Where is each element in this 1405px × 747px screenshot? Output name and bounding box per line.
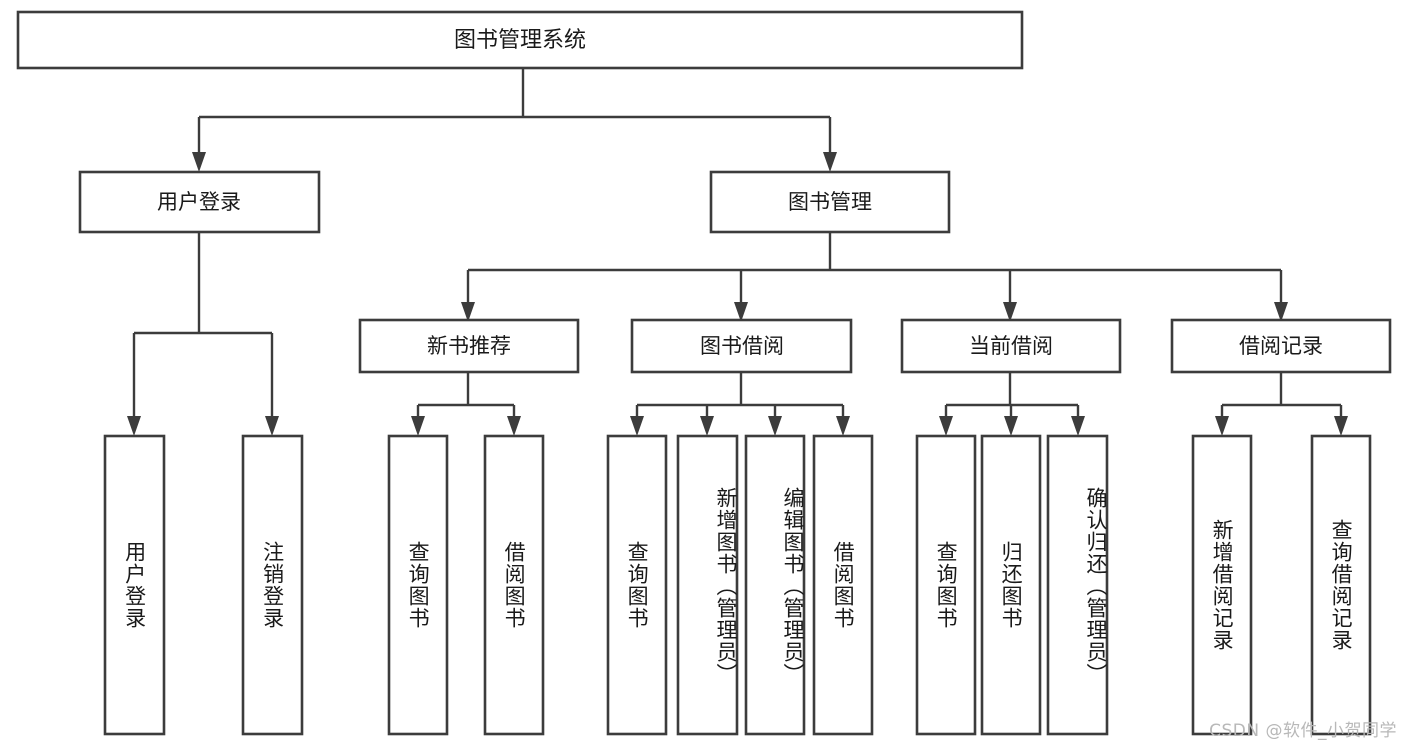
node-book-borrow[interactable]: 图书借阅 bbox=[630, 318, 853, 374]
node-new-book-recommend-label: 新书推荐 bbox=[427, 334, 511, 358]
connector-bookmgmt-to-level3 bbox=[461, 232, 1288, 322]
node-book-borrow-label: 图书借阅 bbox=[700, 334, 784, 358]
node-user-login[interactable]: 用户登录 bbox=[78, 170, 321, 234]
connector-bookborrow-to-leaves bbox=[630, 372, 850, 436]
node-leaf-user-login[interactable] bbox=[103, 434, 166, 736]
csdn-watermark: CSDN @软件_小贺同学 bbox=[1209, 721, 1397, 741]
node-leaf-return-book[interactable] bbox=[980, 434, 1042, 736]
node-book-management[interactable]: 图书管理 bbox=[709, 170, 951, 234]
node-leaf-borrow-book-2[interactable] bbox=[812, 434, 874, 736]
node-leaf-add-borrow-record[interactable] bbox=[1191, 434, 1253, 736]
node-current-borrow[interactable]: 当前借阅 bbox=[900, 318, 1122, 374]
node-book-management-label: 图书管理 bbox=[788, 190, 872, 214]
node-leaf-query-book-3[interactable] bbox=[915, 434, 977, 736]
node-leaf-logout[interactable] bbox=[241, 434, 304, 736]
connector-currentborrow-to-leaves bbox=[939, 372, 1085, 436]
connector-userlogin-to-leaves bbox=[127, 232, 279, 436]
connector-borrowrecord-to-leaves bbox=[1215, 372, 1348, 436]
node-leaf-add-book-admin[interactable] bbox=[676, 434, 739, 736]
node-borrow-record[interactable]: 借阅记录 bbox=[1170, 318, 1392, 374]
node-root-label: 图书管理系统 bbox=[454, 28, 586, 53]
connector-newbook-to-leaves bbox=[411, 372, 521, 436]
node-leaf-borrow-book-1[interactable] bbox=[483, 434, 545, 736]
node-user-login-label: 用户登录 bbox=[157, 190, 241, 214]
node-new-book-recommend[interactable]: 新书推荐 bbox=[358, 318, 580, 374]
node-leaf-edit-book-admin[interactable] bbox=[744, 434, 806, 736]
node-leaf-query-book-2[interactable] bbox=[606, 434, 668, 736]
node-leaf-query-borrow-record[interactable] bbox=[1310, 434, 1372, 736]
node-root-book-management-system[interactable]: 图书管理系统 bbox=[16, 10, 1024, 70]
node-leaf-confirm-return-admin[interactable] bbox=[1046, 434, 1109, 736]
node-current-borrow-label: 当前借阅 bbox=[969, 334, 1053, 358]
connector-root-to-level2 bbox=[192, 68, 837, 172]
node-leaf-query-book-1[interactable] bbox=[387, 434, 449, 736]
node-borrow-record-label: 借阅记录 bbox=[1239, 334, 1323, 358]
